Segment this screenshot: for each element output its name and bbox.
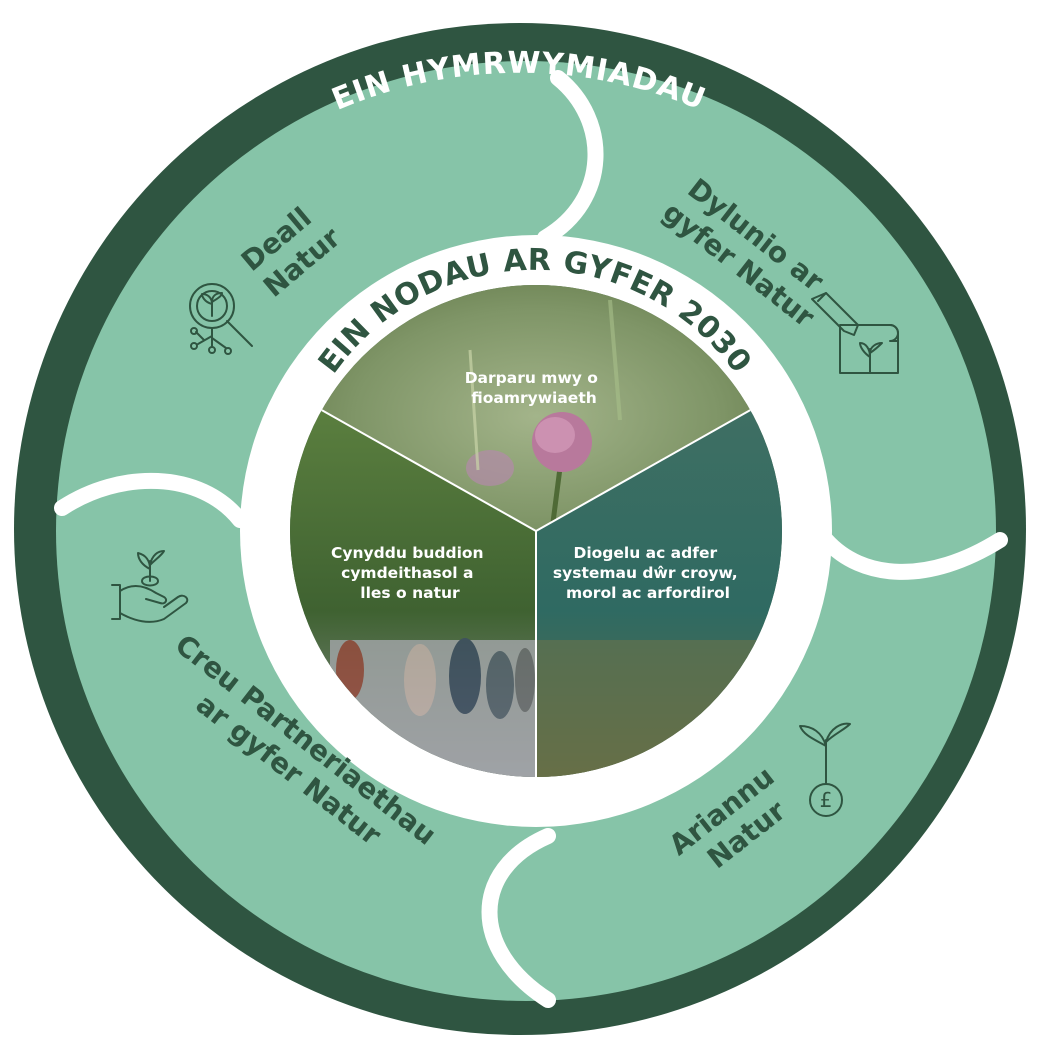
pound-sprout-icon: £ <box>799 722 851 817</box>
clover-flower-image <box>466 299 622 531</box>
goal-label-biodiversity: Darparu mwy o fioamrywiaeth <box>465 369 604 407</box>
commitment-understand: Deall Natur <box>235 195 347 304</box>
divider-left <box>54 472 248 528</box>
pencil-blueprint-icon <box>811 292 899 374</box>
hand-sprout-icon <box>111 550 189 623</box>
divider-right <box>818 532 1008 580</box>
goal-sector-biodiversity <box>318 285 754 531</box>
goals-photo-disc <box>290 285 782 777</box>
segment-dividers <box>54 70 1008 1008</box>
svg-text:£: £ <box>820 788 833 812</box>
sector-separators <box>317 407 755 777</box>
commitment-understand-label: Deall Natur <box>235 195 347 304</box>
magnifier-sprout-icon <box>189 283 253 355</box>
divider-top <box>537 70 604 246</box>
divider-bottom <box>481 828 556 1008</box>
goal-label-wellbeing: Cynyddu buddion cymdeithasol a lles o na… <box>331 544 489 602</box>
goal-label-water: Diogelu ac adfer systemau dŵr croyw, mor… <box>553 544 743 602</box>
